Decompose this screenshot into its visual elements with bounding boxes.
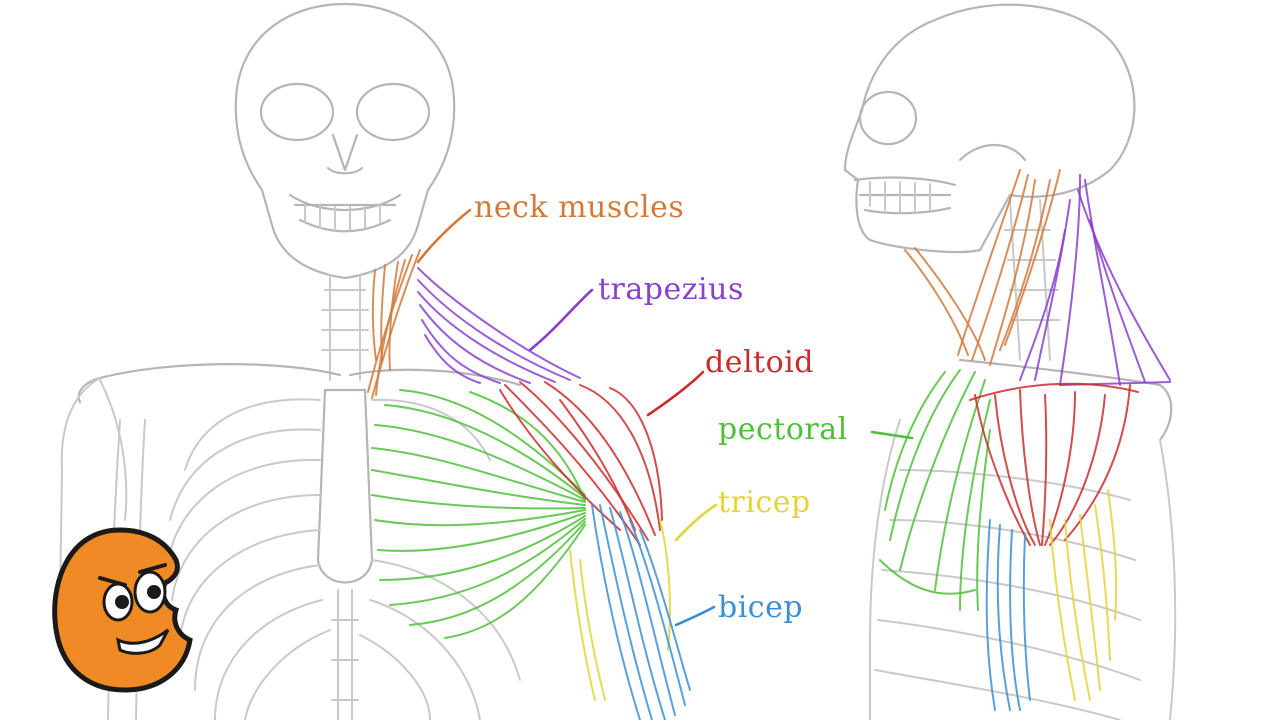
label-neck-muscles: neck muscles: [474, 190, 684, 225]
trapezius-leader-line: [530, 290, 592, 350]
front-skull: [236, 4, 454, 278]
label-trapezius: trapezius: [598, 272, 744, 307]
front-pectoral: [372, 390, 585, 638]
pectoral-leader-line: [872, 432, 912, 438]
side-eye-socket: [860, 92, 916, 144]
front-left-eye-socket: [261, 84, 333, 140]
front-sternum: [318, 390, 372, 583]
front-right-eye-socket: [357, 84, 429, 140]
deltoid-leader-line: [648, 372, 703, 415]
side-jaw-joint: [960, 145, 1025, 160]
front-bicep: [592, 505, 690, 720]
front-teeth: [290, 195, 400, 231]
label-deltoid: deltoid: [705, 345, 814, 380]
label-pectoral: pectoral: [718, 412, 848, 447]
label-bicep: bicep: [718, 590, 803, 625]
front-left-clavicle: [79, 364, 340, 402]
side-trapezius: [1020, 175, 1170, 385]
side-bicep: [987, 520, 1030, 710]
tricep-leader-line: [676, 505, 716, 540]
label-tricep: tricep: [718, 485, 811, 520]
neck-leader-line: [418, 210, 470, 262]
front-neck-muscles: [368, 250, 420, 398]
front-nasal: [328, 135, 362, 173]
bicep-leader-line: [676, 607, 714, 625]
orange-cartoon-character-icon: [55, 530, 190, 690]
